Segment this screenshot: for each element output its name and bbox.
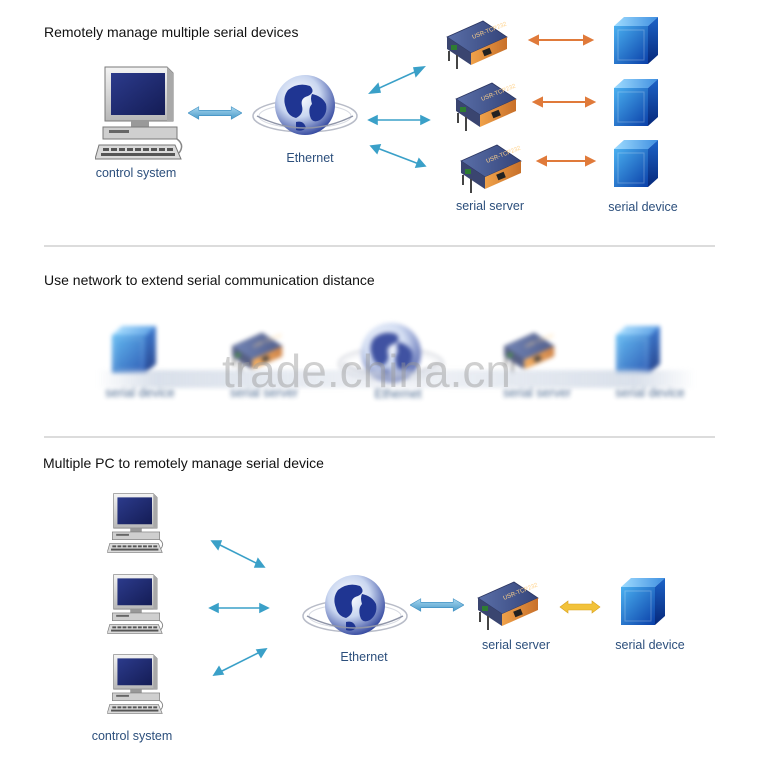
server-device-arrows bbox=[527, 34, 597, 167]
ethernet-server-arrows bbox=[367, 66, 431, 168]
serial-device-cube-icon-1 bbox=[610, 14, 660, 69]
serial-server-label-bottom: serial server bbox=[481, 638, 551, 652]
section-2-title: Use network to extend serial communicati… bbox=[44, 272, 375, 288]
ethernet-label: Ethernet bbox=[286, 151, 334, 165]
section-3-title: Multiple PC to remotely manage serial de… bbox=[43, 455, 324, 471]
blurred-serial-device-label-left: serial device bbox=[105, 386, 175, 400]
control-system-label: control system bbox=[95, 166, 177, 180]
serial-server-icon-3 bbox=[457, 139, 527, 199]
server-device-yellow-arrow-icon bbox=[559, 600, 601, 614]
pcs-ethernet-arrows bbox=[208, 540, 270, 676]
ethernet-globe-icon bbox=[250, 72, 360, 142]
pc-ethernet-double-arrow-icon bbox=[188, 106, 242, 120]
serial-server-icon-1 bbox=[443, 15, 513, 75]
ethernet-server-double-arrow-icon bbox=[410, 598, 464, 612]
serial-device-label: serial device bbox=[608, 200, 678, 214]
section-1-title: Remotely manage multiple serial devices bbox=[44, 24, 299, 40]
blurred-serial-server-label-left: serial server bbox=[229, 386, 299, 400]
serial-server-label: serial server bbox=[455, 199, 525, 213]
ethernet-label-bottom: Ethernet bbox=[340, 650, 388, 664]
ethernet-globe-icon-bottom bbox=[300, 572, 410, 642]
watermark-text: trade.china.cn bbox=[222, 345, 511, 397]
divider-2 bbox=[44, 436, 715, 438]
blurred-connection-band bbox=[96, 370, 696, 388]
serial-server-icon-bottom bbox=[474, 576, 544, 636]
serial-device-cube-icon-3 bbox=[610, 137, 660, 192]
blurred-serial-server-label-right: serial server bbox=[502, 386, 572, 400]
control-pc-icon-1 bbox=[104, 491, 168, 555]
serial-device-cube-icon-2 bbox=[610, 76, 660, 131]
blurred-ethernet-label: Ethernet bbox=[374, 387, 422, 401]
control-pc-icon-3 bbox=[104, 652, 168, 716]
divider-1 bbox=[44, 245, 715, 247]
blurred-serial-device-label-right: serial device bbox=[615, 386, 685, 400]
serial-device-label-bottom: serial device bbox=[615, 638, 685, 652]
control-pc-icon-2 bbox=[104, 572, 168, 636]
serial-server-icon-2 bbox=[452, 77, 522, 137]
control-system-label-bottom: control system bbox=[91, 729, 173, 743]
serial-device-cube-icon-bottom bbox=[617, 575, 667, 630]
control-system-pc-icon bbox=[95, 63, 185, 163]
